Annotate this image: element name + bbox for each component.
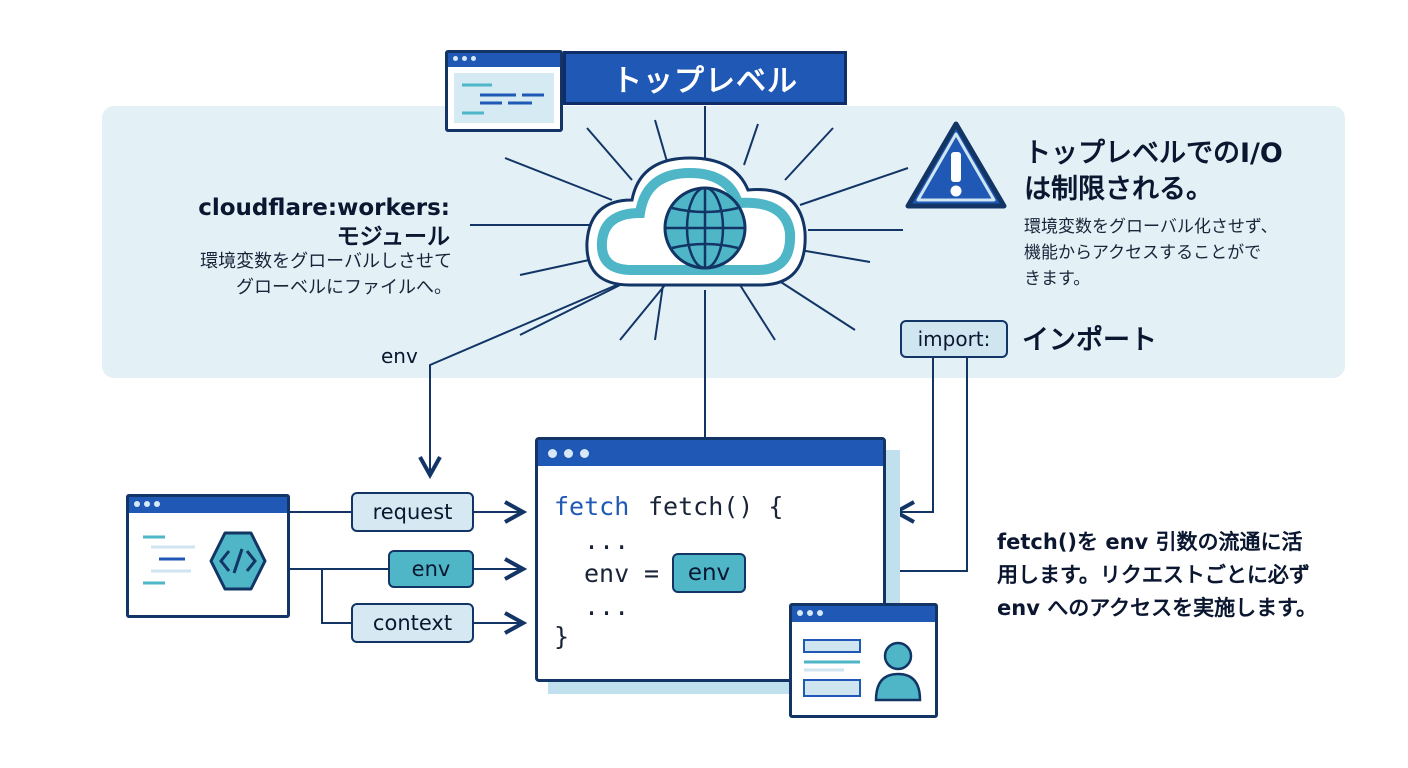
cloud-icon	[585, 156, 807, 287]
import-arrow-1	[896, 358, 934, 512]
env-pill: env	[388, 550, 474, 588]
code-lines-icon	[462, 83, 544, 115]
fetch-desc-line1: fetch()を env 引数の流通に活	[997, 530, 1303, 554]
cloudflare-module-title: cloudflare:workers: モジュール	[150, 194, 450, 252]
worker-code-window	[126, 494, 290, 618]
context-pill: context	[351, 603, 474, 643]
io-desc-line2: 機能からアクセスすることがで	[1024, 243, 1262, 263]
top-level-editor-window	[445, 50, 563, 132]
io-title-line1: トップレベルでのI/O	[1024, 138, 1283, 169]
code-lines-icon	[143, 531, 267, 591]
profile-window	[789, 603, 938, 718]
code-keyword: fetch	[554, 492, 630, 521]
code-signature: fetch() {	[648, 492, 784, 521]
import-caption: インポート	[1022, 325, 1157, 356]
cloudflare-module-title-line1: cloudflare:workers:	[198, 195, 450, 221]
cloudflare-module-desc-line2: グローベルにファイルへ。	[236, 277, 452, 298]
request-pill: request	[351, 492, 474, 532]
io-title-line2: は制限される。	[1024, 174, 1213, 205]
fetch-description: fetch()を env 引数の流通に活 用します。リクエストごとに必ず env…	[997, 526, 1337, 625]
radial-rays	[470, 106, 909, 437]
code-closing-brace: }	[554, 622, 570, 651]
env-label: env	[381, 344, 418, 368]
code-ellipsis-2: ...	[584, 592, 630, 621]
import-label-box: import:	[900, 320, 1008, 358]
code-ellipsis-1: ...	[584, 526, 630, 555]
user-profile-icon	[803, 639, 922, 702]
io-restriction-title: トップレベルでのI/O は制限される。	[1024, 136, 1283, 208]
code-hexagon-icon	[209, 531, 267, 591]
env-arrow	[430, 274, 641, 475]
top-level-title: トップレベル	[563, 51, 847, 105]
cloudflare-module-description: 環境変数をグローバルしさせて グローベルにファイルへ。	[130, 249, 452, 301]
fetch-desc-line3: env へのアクセスを実施します。	[997, 596, 1318, 620]
code-env-value: env	[672, 553, 746, 593]
io-restriction-description: 環境変数をグローバル化させず、 機能からアクセスすることがで きます。	[1024, 214, 1342, 292]
cloudflare-module-title-line2: モジュール	[336, 224, 450, 250]
code-env-variable: env	[584, 559, 630, 588]
cloudflare-module-desc-line1: 環境変数をグローバルしさせて	[200, 251, 452, 272]
code-equals: =	[644, 559, 660, 588]
warning-icon	[905, 121, 1007, 209]
io-desc-line3: きます。	[1024, 269, 1091, 289]
io-desc-line1: 環境変数をグローバル化させず、	[1024, 217, 1278, 237]
fetch-desc-line2: 用します。リクエストごとに必ず	[997, 563, 1310, 587]
